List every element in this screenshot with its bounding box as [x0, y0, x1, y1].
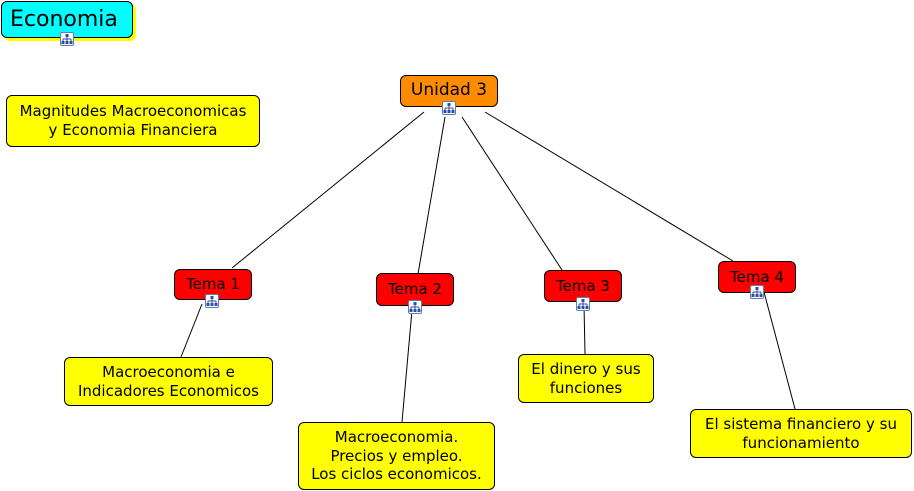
detail-node-3[interactable]: El dinero y sus funciones [518, 354, 654, 403]
topic-label: Tema 3 [556, 276, 610, 295]
root-node[interactable]: Unidad 3 [400, 75, 498, 107]
subtitle-node[interactable]: Magnitudes Macroeconomicas y Economia Fi… [6, 95, 260, 147]
sitemap-icon[interactable] [60, 32, 74, 46]
detail-node-4[interactable]: El sistema financiero y su funcionamient… [690, 409, 912, 458]
detail-text: El sistema financiero y su funcionamient… [705, 414, 897, 452]
subtitle-text: Magnitudes Macroeconomicas y Economia Fi… [19, 102, 247, 139]
sitemap-icon[interactable] [205, 294, 219, 308]
topic-node-3[interactable]: Tema 3 [544, 270, 622, 302]
detail-text: El dinero y sus funciones [531, 359, 641, 397]
topic-label: Tema 2 [388, 280, 442, 299]
edge-tema1-detail [180, 303, 203, 358]
edge-root-tema4 [484, 111, 734, 262]
topic-node-2[interactable]: Tema 2 [376, 273, 454, 306]
sitemap-icon[interactable] [576, 297, 590, 311]
detail-node-1[interactable]: Macroeconomia e Indicadores Economicos [64, 357, 273, 406]
edge-root-tema1 [231, 111, 425, 269]
topic-node-4[interactable]: Tema 4 [718, 261, 796, 293]
root-text: Unidad 3 [410, 80, 488, 101]
detail-text: Macroeconomia. Precios y empleo. Los cic… [311, 427, 482, 484]
edge-tema4-detail [763, 291, 796, 410]
map-title[interactable]: Economia [1, 1, 133, 38]
sitemap-icon[interactable] [442, 101, 456, 115]
sitemap-icon[interactable] [750, 285, 764, 299]
sitemap-icon[interactable] [408, 300, 422, 314]
edge-tema3-detail [583, 304, 586, 355]
edge-root-tema2 [417, 116, 446, 275]
edge-tema2-detail [401, 309, 413, 423]
topic-label: Tema 1 [186, 275, 240, 294]
detail-node-2[interactable]: Macroeconomia. Precios y empleo. Los cic… [298, 422, 495, 490]
detail-text: Macroeconomia e Indicadores Economicos [77, 362, 259, 400]
edge-root-tema3 [461, 116, 563, 271]
map-title-text: Economia [10, 6, 118, 32]
topic-label: Tema 4 [730, 267, 784, 286]
